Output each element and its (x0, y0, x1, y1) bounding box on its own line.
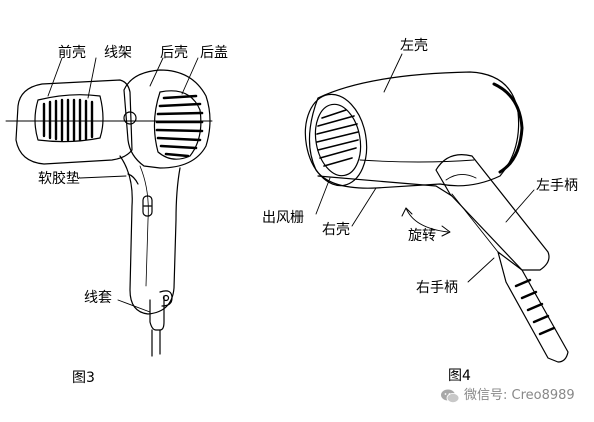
label-right-handle: 右手柄 (416, 280, 458, 296)
front-shell (15, 79, 133, 165)
label-left-shell: 左壳 (400, 38, 428, 54)
handle (119, 155, 181, 315)
caption-figure-3: 图3 (72, 370, 95, 386)
label-soft-pad: 软胶垫 (38, 171, 80, 187)
outlet-face (304, 93, 368, 187)
wechat-icon (441, 389, 460, 403)
label-wire-frame: 线架 (104, 45, 132, 61)
label-front-shell: 前壳 (58, 45, 86, 61)
front-grille (34, 94, 104, 143)
handle-right (497, 251, 569, 363)
label-wire-sleeve: 线套 (84, 290, 112, 306)
switch (142, 195, 153, 217)
label-rotate: 旋转 (408, 228, 436, 244)
body-shell (308, 71, 520, 189)
label-left-handle: 左手柄 (536, 178, 578, 194)
rear-cover (153, 90, 202, 160)
fig4-dryer (304, 71, 569, 363)
fig3-dryer (5, 69, 213, 357)
handle-left (435, 154, 550, 271)
label-rear-cover: 后盖 (200, 45, 228, 61)
label-outlet-grille: 出风栅 (262, 210, 304, 226)
watermark-text: 微信号: Creo8989 (464, 388, 575, 403)
label-rear-shell: 后壳 (160, 45, 188, 61)
label-right-shell: 右壳 (322, 222, 350, 238)
cord-hook (159, 290, 173, 307)
caption-figure-4: 图4 (448, 368, 471, 384)
